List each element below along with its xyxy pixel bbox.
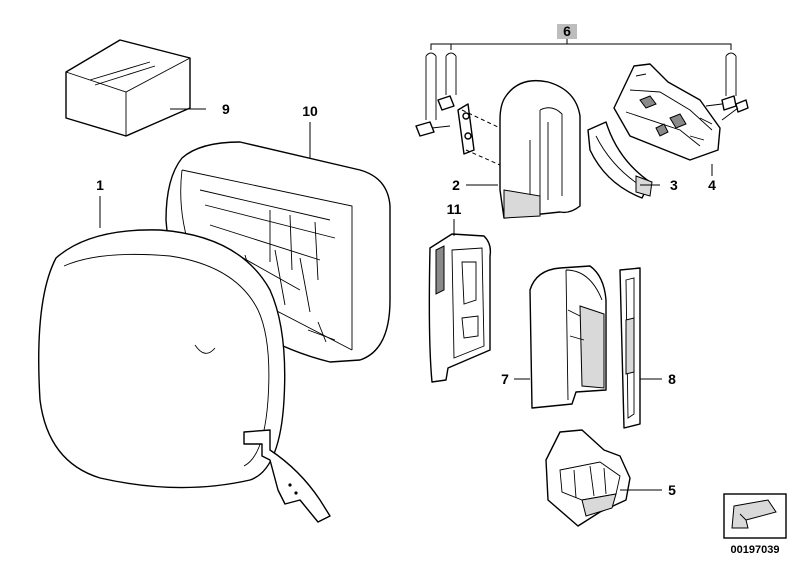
diagram-number: 00197039 <box>731 544 780 556</box>
callout-7: 7 <box>501 371 509 387</box>
part-6-fastener-set[interactable] <box>415 52 749 166</box>
callout-8: 8 <box>668 371 676 387</box>
callout-11: 11 <box>447 201 462 217</box>
callout-labels: 6 9 10 1 2 3 4 11 7 8 5 <box>96 23 716 498</box>
reference-box: 00197039 <box>723 493 787 556</box>
part-7-lower-cover[interactable] <box>529 265 607 409</box>
part-9-foam-block[interactable] <box>65 39 191 137</box>
part-5-base-cap[interactable] <box>545 429 631 527</box>
callout-2: 2 <box>452 177 460 193</box>
callout-1: 1 <box>96 177 104 193</box>
part-3-curved-trim[interactable] <box>587 121 653 199</box>
callout-6: 6 <box>563 23 571 39</box>
callout-9: 9 <box>222 101 230 117</box>
leader-lines <box>99 36 732 491</box>
part-8-trim-strip[interactable] <box>619 267 641 429</box>
part-2-upper-cover[interactable] <box>499 79 581 219</box>
callout-10: 10 <box>302 103 318 119</box>
part-4-mechanism[interactable] <box>613 63 721 161</box>
callout-6-highlight <box>557 24 577 39</box>
part-1-headrest-cushion[interactable] <box>38 229 331 523</box>
callout-5: 5 <box>668 482 676 498</box>
part-11-guide[interactable] <box>428 233 492 383</box>
callout-4: 4 <box>708 177 716 193</box>
callout-3: 3 <box>670 177 678 193</box>
leader-6-bracket <box>430 36 732 50</box>
